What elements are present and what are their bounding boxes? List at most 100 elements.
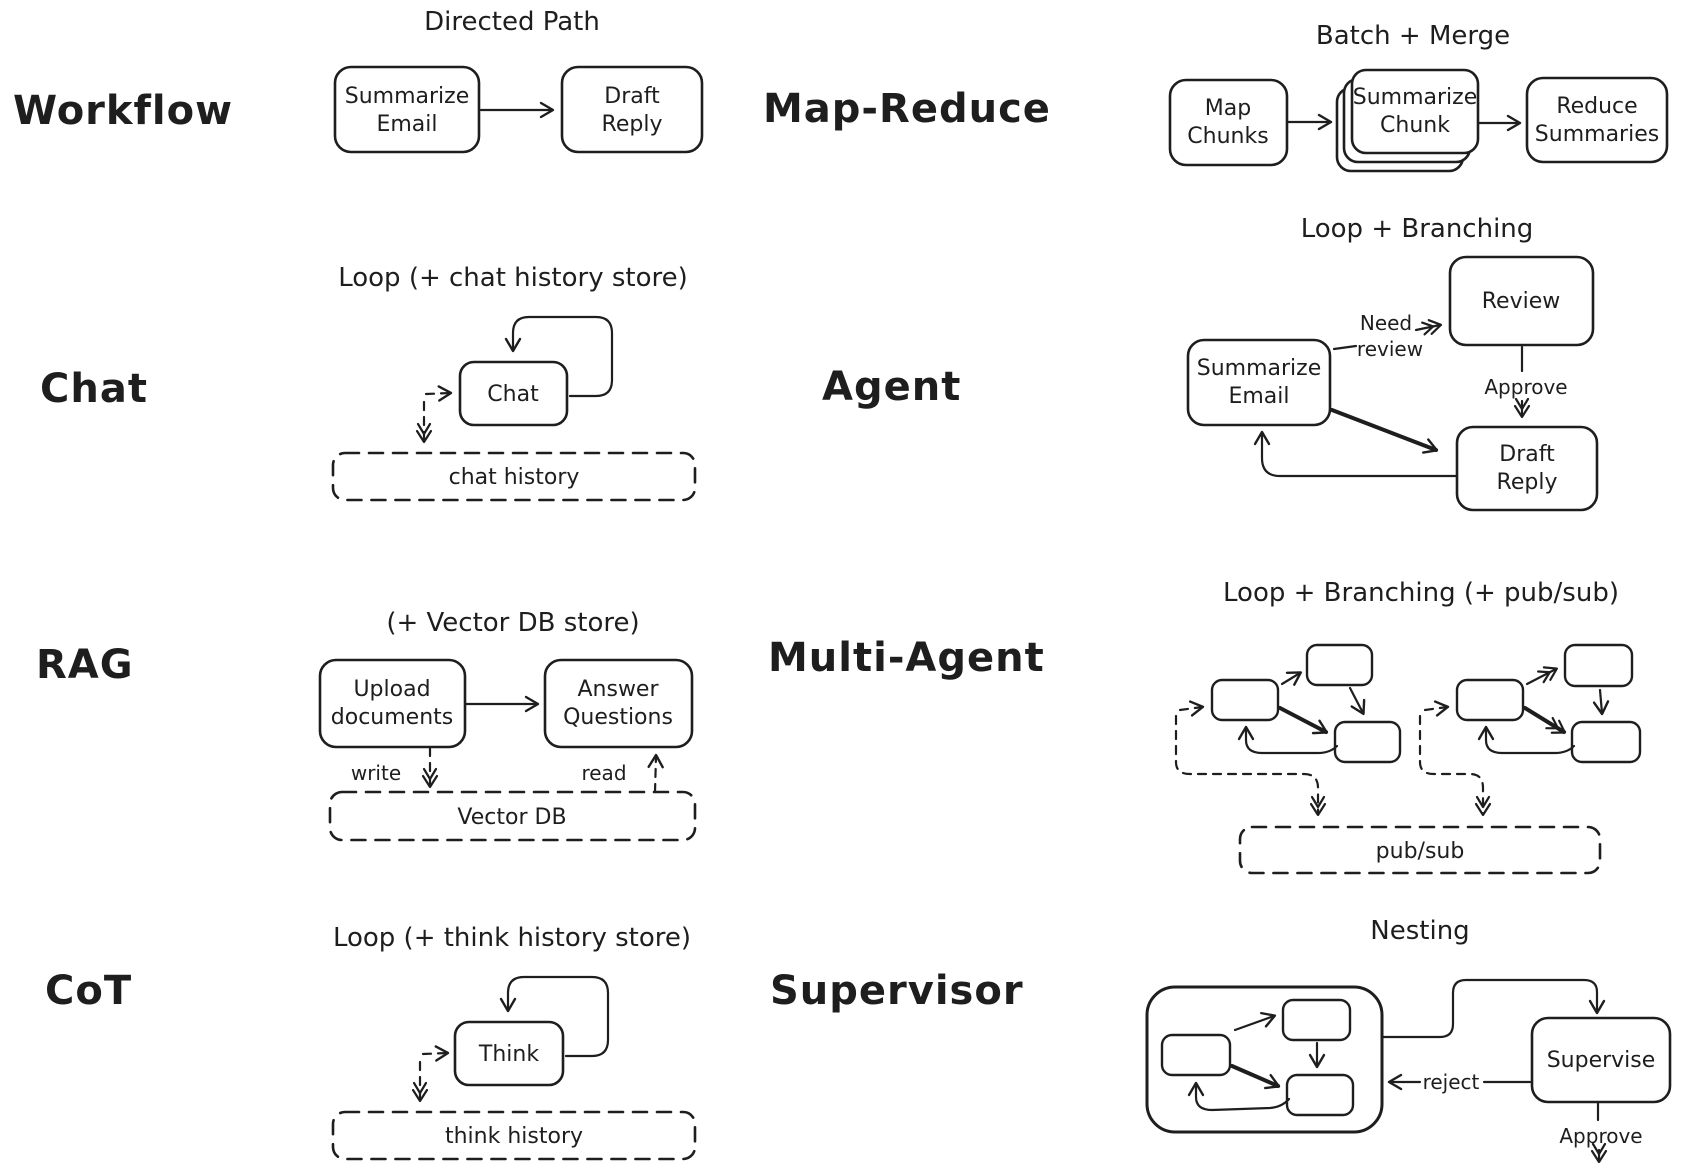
chat-label: Chat [40, 366, 148, 412]
map-reduce-label: Map-Reduce [763, 86, 1051, 132]
agent-node-draft-reply-line2: Reply [1497, 470, 1558, 495]
agent-need-review-leader-line [1332, 344, 1358, 351]
workflow-pattern-title: Directed Path [424, 7, 600, 37]
supervisor-inner-left-node [1160, 1033, 1232, 1077]
section-map-reduce: Map-Reduce Batch + Merge Map Chunks Summ… [763, 21, 1669, 173]
section-rag: RAG (+ Vector DB store) Upload documents… [36, 608, 697, 842]
section-multi-agent: Multi-Agent Loop + Branching (+ pub/sub) [768, 578, 1642, 875]
agent-arrow-to-review [1414, 319, 1443, 336]
chat-loop-arrow [504, 315, 614, 398]
rag-node-upload-documents-line1: Upload [353, 677, 430, 702]
multi-agent-cluster1-arrow-left-bottom [1278, 706, 1329, 735]
multi-agent-cluster2-arrow-left-bottom [1523, 706, 1566, 734]
multi-agent-pubsub-store-box [1238, 825, 1602, 875]
map-reduce-node-reduce-summaries [1525, 76, 1669, 164]
rag-label: RAG [36, 642, 134, 688]
multi-agent-pattern-title: Loop + Branching (+ pub/sub) [1223, 578, 1619, 608]
chat-history-store-label: chat history [449, 465, 580, 490]
section-supervisor: Supervisor Nesting Supervise reject Appr… [770, 916, 1672, 1164]
agent-node-review [1448, 255, 1595, 347]
multi-agent-cluster1-loop-arrow [1237, 725, 1339, 755]
cot-history-store-box [331, 1110, 697, 1161]
agent-loop-back-arrow [1253, 430, 1459, 478]
multi-agent-pubsub-store-label: pub/sub [1376, 839, 1465, 864]
rag-node-upload-documents [318, 658, 467, 749]
supervisor-inner-bottom-node [1285, 1073, 1355, 1117]
multi-agent-cluster1-left-node [1210, 678, 1280, 722]
supervisor-node-supervise-line1: Supervise [1547, 1048, 1656, 1073]
supervisor-connector-arrow [1380, 978, 1606, 1039]
agent-node-summarize-email [1186, 338, 1332, 427]
chat-dashed-in-arrow [424, 385, 453, 402]
rag-node-upload-documents-line2: documents [331, 705, 453, 730]
rag-node-answer-questions [543, 658, 694, 749]
rag-edge-read: read [581, 761, 626, 785]
multi-agent-cluster1-bottom-node [1333, 720, 1402, 764]
map-reduce-node-map-chunks-line2: Chunks [1187, 124, 1268, 149]
map-reduce-node-summarize-chunk-line2: Chunk [1380, 113, 1450, 138]
cot-history-store-label: think history [445, 1124, 583, 1149]
cot-pattern-title: Loop (+ think history store) [333, 923, 691, 953]
rag-vector-db-store-box [328, 790, 697, 842]
supervisor-inner-arrow-left-top [1233, 1011, 1277, 1032]
map-reduce-node-summarize-chunk-line1: Summarize [1353, 85, 1478, 110]
multi-agent-label: Multi-Agent [768, 635, 1045, 681]
agent-node-summarize-email-line2: Email [1228, 384, 1289, 409]
supervisor-inner-top-node [1281, 998, 1352, 1042]
cot-loop-arrow [499, 975, 610, 1058]
cot-dashed-in-arrow [421, 1045, 450, 1062]
multi-agent-cluster2-arrow-left-top [1525, 666, 1558, 686]
rag-read-arrow [647, 753, 664, 794]
map-reduce-node-reduce-summaries-line1: Reduce [1556, 94, 1637, 119]
rag-edge-write: write [351, 761, 401, 785]
chat-pattern-title: Loop (+ chat history store) [338, 263, 688, 293]
rag-pattern-title: (+ Vector DB store) [386, 608, 639, 638]
multi-agent-cluster2-arrow-top-bottom [1592, 688, 1610, 716]
section-workflow: Workflow Directed Path Summarize Email D… [13, 7, 704, 154]
workflow-label: Workflow [13, 88, 233, 134]
workflow-node-summarize-email [333, 65, 481, 154]
cot-node-think [453, 1020, 565, 1087]
multi-agent-cluster2-top-node [1563, 643, 1634, 688]
agent-node-draft-reply [1455, 425, 1599, 512]
supervisor-inner-arrow-left-bottom [1230, 1064, 1281, 1090]
map-reduce-node-reduce-summaries-line2: Summaries [1535, 122, 1659, 147]
multi-agent-cluster2-pubsub-arrow [1418, 714, 1492, 817]
multi-agent-cluster2-left-node [1455, 678, 1525, 722]
chat-node-chat [458, 360, 569, 427]
multi-agent-cluster1-top-node [1305, 643, 1374, 687]
multi-agent-cluster2-dashed-in-arrow [1423, 700, 1450, 717]
workflow-node-draft-reply [560, 65, 704, 154]
section-cot: CoT Loop (+ think history store) Think t… [45, 923, 697, 1161]
map-reduce-node-summarize-chunk [1350, 68, 1480, 155]
multi-agent-cluster1-arrow-top-bottom [1348, 686, 1366, 716]
section-agent: Agent Loop + Branching Review Summarize … [822, 214, 1599, 512]
rag-node-answer-questions-line1: Answer [577, 677, 659, 702]
workflow-node-summarize-email-line1: Summarize [345, 84, 470, 109]
agent-label: Agent [822, 364, 961, 410]
multi-agent-cluster-2 [1418, 643, 1642, 817]
multi-agent-cluster1-arrow-left-top [1280, 671, 1303, 686]
workflow-node-draft-reply-line1: Draft [604, 84, 660, 109]
workflow-node-summarize-email-line2: Email [376, 112, 437, 137]
supervisor-node-supervise [1530, 1016, 1672, 1104]
supervisor-pattern-title: Nesting [1370, 916, 1469, 946]
rag-vector-db-store-label: Vector DB [457, 805, 566, 830]
chat-history-store-box [331, 451, 697, 502]
supervisor-edge-approve: Approve [1559, 1124, 1642, 1148]
agent-edge-need-review-line2: review [1357, 337, 1423, 361]
agent-node-summarize-email-line1: Summarize [1197, 356, 1322, 381]
agent-node-review-line1: Review [1482, 289, 1561, 314]
agent-edge-approve: Approve [1484, 375, 1567, 399]
multi-agent-cluster1-dashed-in-arrow [1178, 700, 1205, 717]
cot-node-think-line1: Think [478, 1042, 539, 1067]
multi-agent-cluster-1 [1174, 643, 1402, 817]
multi-agent-cluster2-bottom-node [1570, 720, 1642, 764]
chat-node-chat-line1: Chat [487, 382, 539, 407]
supervisor-edge-reject: reject [1423, 1070, 1480, 1094]
map-reduce-node-map-chunks-line1: Map [1205, 96, 1251, 121]
agent-arrow-to-draft-reply [1330, 408, 1439, 454]
map-reduce-node-map-chunks [1168, 78, 1289, 167]
